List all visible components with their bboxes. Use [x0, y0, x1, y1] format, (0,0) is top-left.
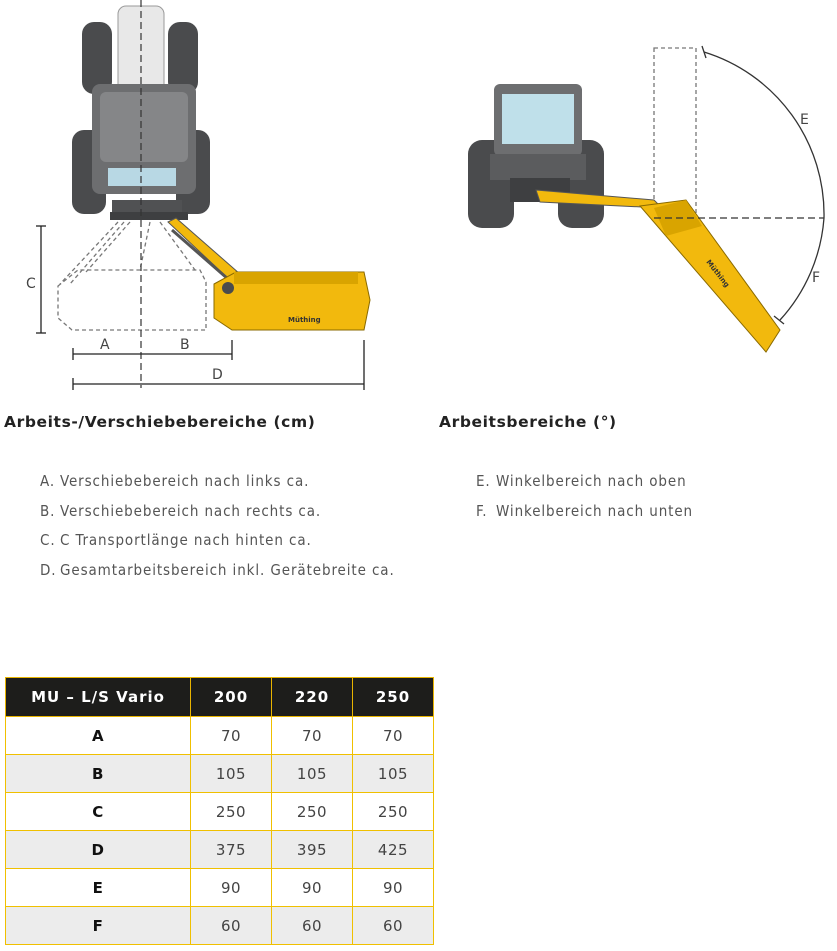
table-cell: 90 [271, 868, 353, 907]
table-cell: 250 [352, 792, 434, 831]
list-item-text: Winkelbereich nach unten [496, 501, 694, 520]
table-row: D 375 395 425 [5, 830, 434, 869]
table-row: A 70 70 70 [5, 716, 434, 755]
table-cell: 70 [271, 716, 353, 755]
list-item-key: C. [40, 531, 56, 549]
tractor-cab-roof [100, 92, 188, 162]
table-cell: 395 [271, 830, 353, 869]
angle-list: E. Winkelbereich nach oben F. Winkelbere… [476, 467, 776, 526]
label-e: E [800, 112, 809, 128]
table-cell: 105 [352, 754, 434, 793]
list-item: C. C Transportlänge nach hinten ca. [40, 526, 400, 556]
table-cell: 375 [190, 830, 272, 869]
list-item: F. Winkelbereich nach unten [476, 497, 776, 527]
table-row: C 250 250 250 [5, 792, 434, 831]
table-cell: 60 [271, 906, 353, 945]
table-row-label: F [5, 906, 191, 945]
list-item-text: Winkelbereich nach oben [496, 472, 687, 490]
table-cell: 90 [352, 868, 434, 907]
tractor-hitch-bar [110, 212, 188, 220]
list-item: B. Verschiebebereich nach rechts ca. [40, 497, 400, 527]
table-header-220: 220 [271, 677, 353, 717]
table-row-label: C [5, 792, 191, 831]
table-cell: 250 [190, 792, 272, 831]
table-row-label: A [5, 716, 191, 755]
list-item-text: C Transportlänge nach hinten ca. [60, 531, 312, 549]
list-item: D. Gesamtarbeitsbereich inkl. Gerätebrei… [40, 556, 400, 586]
list-item: E. Winkelbereich nach oben [476, 467, 776, 497]
list-item-key: E. [476, 472, 491, 490]
section-heading-ranges: Arbeits-/Verschiebebereiche (cm) [4, 413, 316, 431]
table-cell: 60 [190, 906, 272, 945]
table-cell: 425 [352, 830, 434, 869]
tractor-hitch [112, 200, 182, 214]
rear-view-diagram: Müthing E F [468, 45, 825, 353]
list-item-key: D. [40, 560, 57, 579]
label-b: B [180, 337, 190, 353]
list-item-key: B. [40, 501, 56, 520]
mower-brand-logo: Müthing [288, 316, 321, 324]
label-f: F [812, 270, 820, 286]
table-row-label: D [5, 830, 191, 869]
tractor-window [502, 94, 574, 144]
table-cell: 250 [271, 792, 353, 831]
table-cell: 90 [190, 868, 272, 907]
table-row: B 105 105 105 [5, 754, 434, 793]
table-cell: 70 [352, 716, 434, 755]
table-header-200: 200 [190, 677, 272, 717]
list-item-key: F. [476, 501, 488, 520]
angle-arc-f [779, 217, 825, 321]
list-item-key: A. [40, 472, 56, 490]
table-row-label: E [5, 868, 191, 907]
list-item: A. Verschiebebereich nach links ca. [40, 467, 400, 497]
angle-arc-e [703, 51, 825, 219]
top-view-diagram: Müthing C A B D [26, 0, 371, 390]
label-d: D [212, 367, 223, 383]
list-item-text: Verschiebebereich nach rechts ca. [60, 501, 322, 520]
table-row-label: B [5, 754, 191, 793]
table-row: F 60 60 60 [5, 906, 434, 945]
table-cell: 105 [190, 754, 272, 793]
table-cell: 60 [352, 906, 434, 945]
mower-unit [639, 199, 781, 353]
table-header-model: MU – L/S Vario [5, 677, 191, 717]
list-item-text: Verschiebebereich nach links ca. [60, 472, 310, 490]
label-a: A [100, 337, 110, 353]
table-cell: 70 [190, 716, 272, 755]
section-heading-angles: Arbeitsbereiche (°) [439, 413, 617, 431]
table-header-250: 250 [352, 677, 434, 717]
tractor-front-wheel-right [168, 22, 198, 94]
table-header-row: MU – L/S Vario 200 220 250 [5, 677, 434, 717]
mower-arm [167, 217, 241, 283]
label-c: C [26, 276, 36, 292]
table-cell: 105 [271, 754, 353, 793]
tractor-rear-window [108, 168, 176, 186]
table-row: E 90 90 90 [5, 868, 434, 907]
tractor-front-wheel-left [82, 22, 112, 94]
spec-table: MU – L/S Vario 200 220 250 A 70 70 70 B … [5, 677, 434, 945]
list-item-text: Gesamtarbeitsbereich inkl. Gerätebreite … [60, 560, 395, 579]
range-list: A. Verschiebebereich nach links ca. B. V… [40, 467, 400, 585]
